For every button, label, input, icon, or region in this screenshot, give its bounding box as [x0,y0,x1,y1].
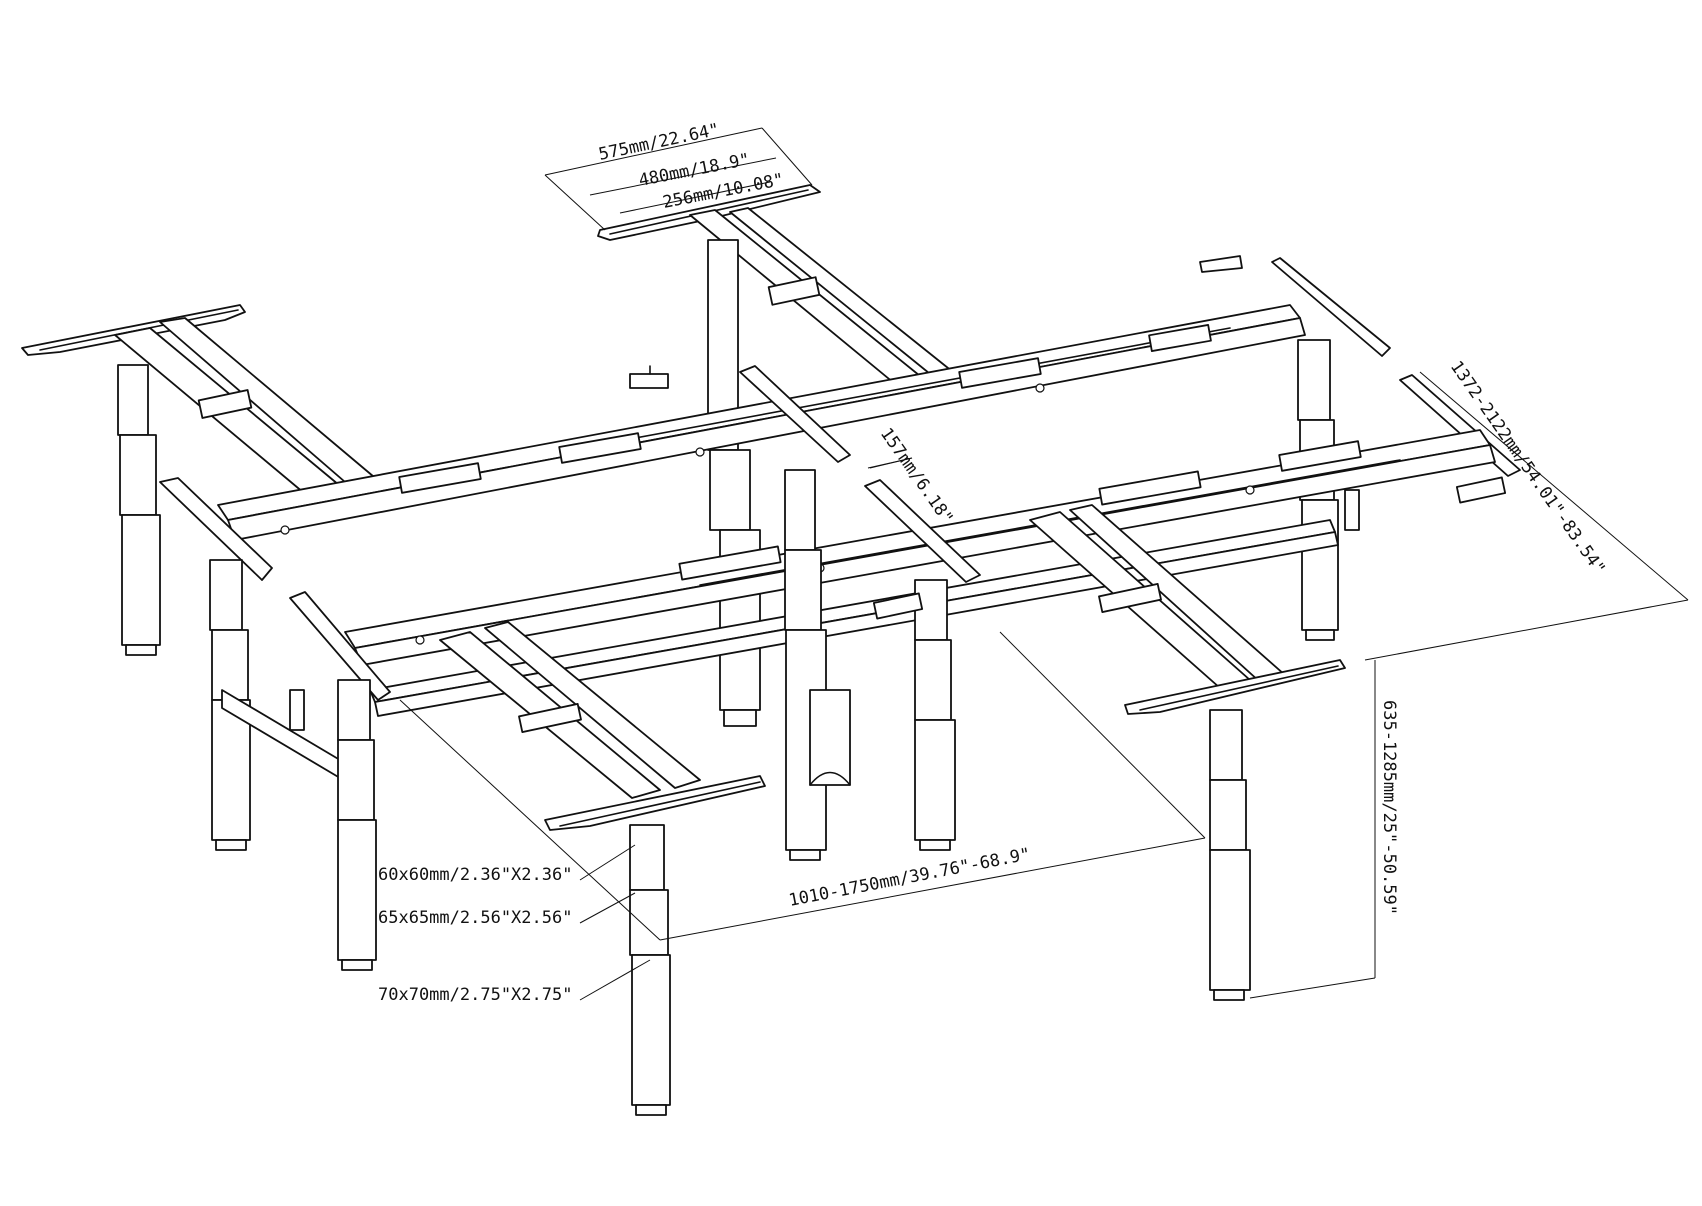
dim-leg-stage-1: 60x60mm/2.36"X2.36" [378,865,572,885]
front-left-upper-bracket [159,477,273,581]
front-right-leg [1209,709,1243,781]
center-bracket-b [864,479,981,583]
control-box-right [1455,476,1507,504]
front-desk-frame [159,365,1521,1116]
center-bracket-a [739,365,851,463]
dim-frame-length: 1372-2122mm/54.01"-83.54" [1446,357,1609,578]
front-center-leg [629,824,665,891]
control-box-center [872,592,924,620]
back-left-leg [117,364,149,436]
middle-left-leg [337,679,371,741]
center-leg-a [784,469,816,551]
middle-left-bracket [289,591,391,701]
back-right-bracket [1271,257,1391,357]
dim-height-range: 635-1285mm/25"-50.59" [1379,700,1399,915]
back-desk-frame [21,184,1391,727]
dim-leg-stage-2: 65x65mm/2.56"X2.56" [378,908,572,928]
dimension-labels: 575mm/22.64" 480mm/18.9" 256mm/10.08" 15… [378,120,1609,1005]
back-right-leg [1297,339,1331,421]
dimension-lines [399,127,1689,1001]
front-left-upper-leg [209,559,243,631]
dim-leg-stage-3: 70x70mm/2.75"X2.75" [378,985,572,1005]
dim-bracket-offset: 157mm/6.18" [876,424,957,528]
